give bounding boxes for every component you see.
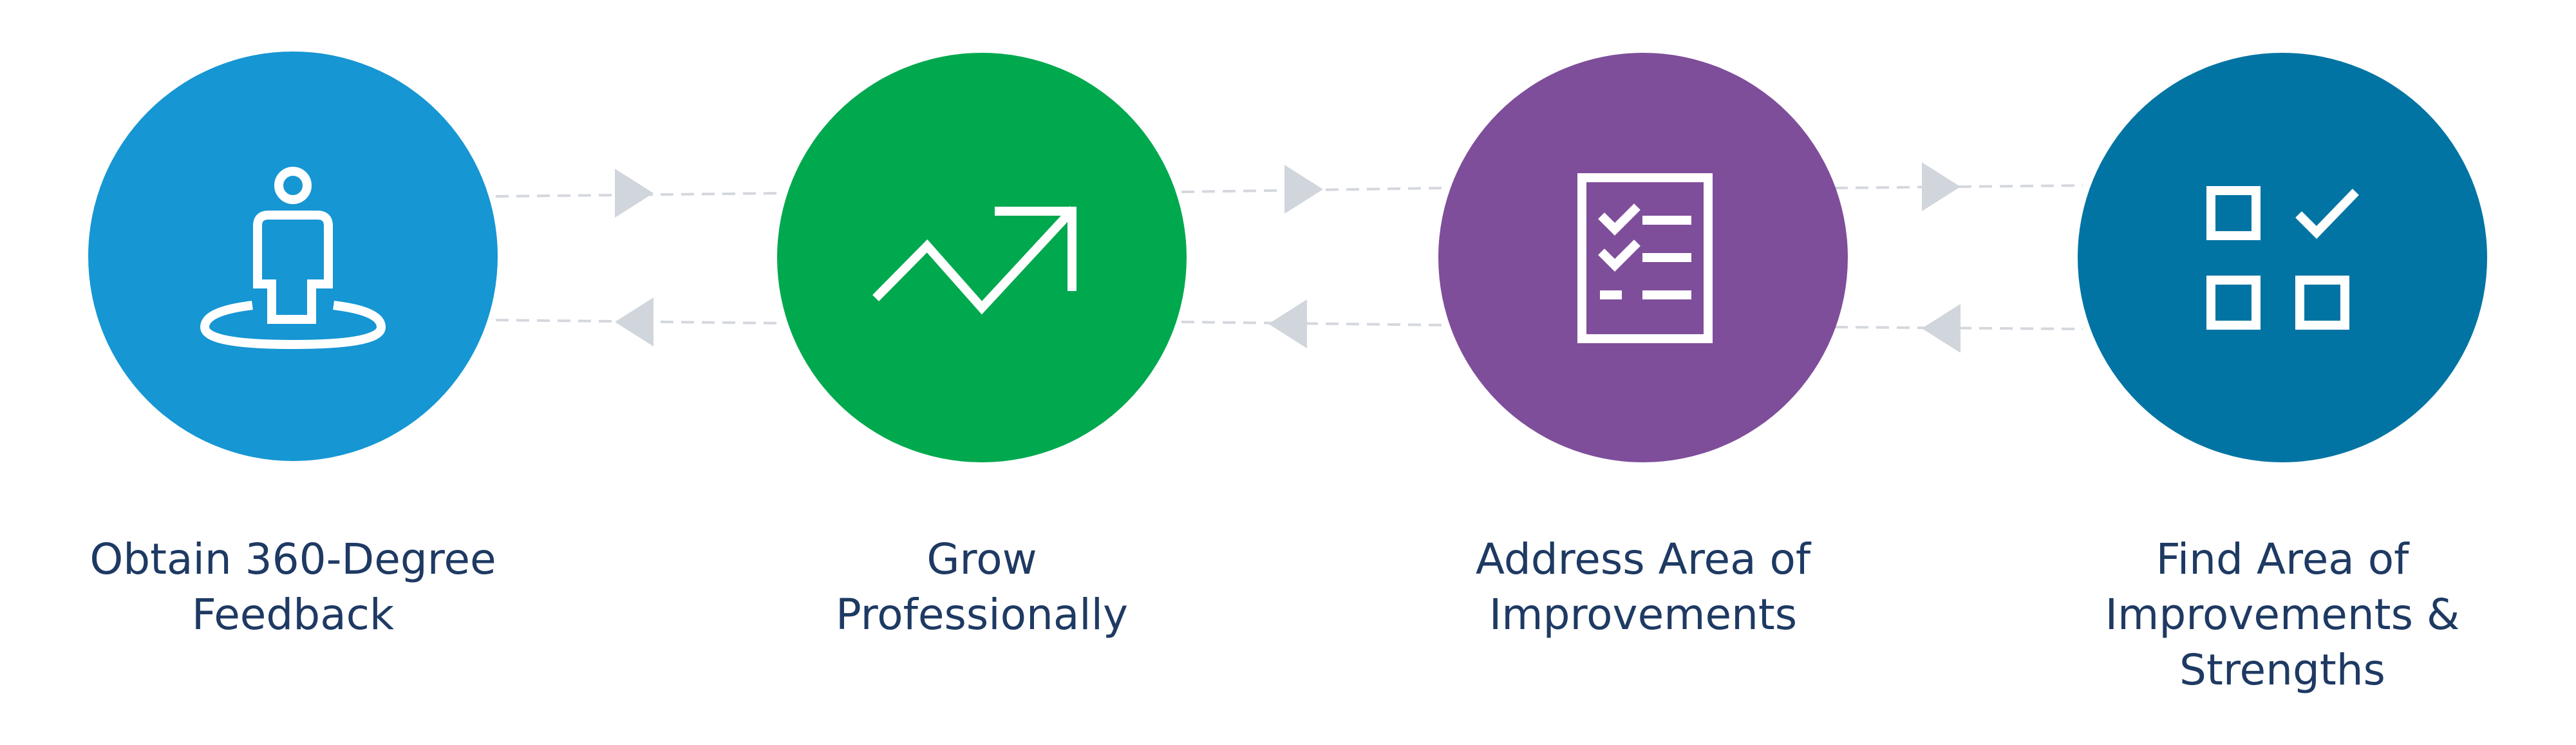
checklist-icon <box>1577 173 1713 343</box>
person-standing-icon <box>200 167 386 350</box>
step-label-feedback: Obtain 360-Degree Feedback <box>89 534 496 639</box>
connector-back-line <box>495 319 783 325</box>
connector-3-4 <box>1834 162 2083 353</box>
arrow-right-icon <box>1284 165 1323 214</box>
step-address <box>1438 53 1848 462</box>
connector-back-line <box>1181 321 1446 326</box>
arrow-right-icon <box>1922 162 1960 211</box>
connector-2-3 <box>1181 165 1446 348</box>
arrow-left-icon <box>1268 299 1307 348</box>
arrow-left-icon <box>615 297 653 346</box>
arrow-left-icon <box>1922 304 1960 353</box>
step-label-find: Find Area of Improvements & Strengths <box>2105 534 2460 695</box>
connector-1-2 <box>495 169 783 346</box>
step-circle <box>88 52 498 461</box>
connector-forward-line <box>495 192 783 198</box>
step-circle <box>777 53 1187 462</box>
step-grow <box>777 53 1187 462</box>
step-label-grow: Grow Professionally <box>835 534 1129 639</box>
step-find <box>2078 53 2487 462</box>
grid-checkbox-icon <box>2206 186 2359 330</box>
arrow-right-icon <box>615 169 653 218</box>
step-feedback <box>88 52 498 461</box>
step-label-address: Address Area of Improvements <box>1475 534 1811 639</box>
step-circle <box>2078 53 2487 462</box>
trend-up-arrow-icon <box>872 206 1076 315</box>
